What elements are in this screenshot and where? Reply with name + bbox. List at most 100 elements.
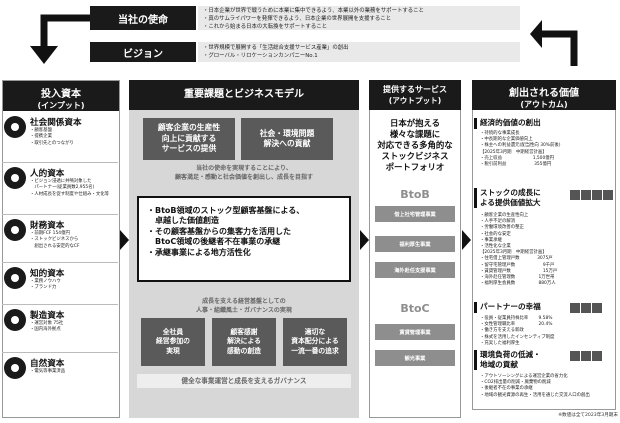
mission-line: ・日本企業が世界で戦うために本業に集中できるよう、本業以外の業務をサポートするこ…: [203, 8, 424, 14]
inputs-title: 投入資本: [41, 89, 81, 100]
btob-strategy-box: ・BtoB領域のストック型顧客基盤による、 卓越した価値創造 ・その顧客基盤から…: [137, 196, 351, 282]
capital-details: ・業務ノウハウ・ブランド力: [30, 279, 61, 292]
values-title: 創出される価値: [509, 88, 579, 99]
vision-line: ・世界規模で展開する「生活総合支援サービス産業」の創出: [203, 45, 349, 51]
value-section-economic: 経済的価値の創出 ・持続的な事業成長 ・中長期的な企業価値向上 ・株主への利益還…: [474, 118, 614, 176]
service-item: 観光事業: [375, 350, 455, 366]
capital-title: 知的資本: [30, 269, 65, 279]
handshake-icon: [4, 116, 26, 138]
model-header: 重要課題とビジネスモデル: [129, 80, 359, 110]
value-heading: パートナーの幸福: [480, 302, 541, 311]
mission-line: ・これから始まる日本の大転換をサポートすること: [203, 23, 327, 30]
vision-line: ・グローバル・リロケーションカンパニーNo.1: [203, 52, 318, 59]
capital-line: ・ブランド力: [30, 285, 57, 291]
capital-line: ・ビジョン浸透に共鳴対象した: [30, 179, 92, 184]
gear-icon: [4, 309, 26, 331]
capital-details: ・ビジョン浸透に共鳴対象した パートナー(従業員数2,955名)・人材成長を促す…: [30, 179, 109, 198]
foundation-text: 成長を支える経営基盤としての 人事・組織風土・ガバナンスの実現: [196, 298, 292, 314]
capital-line: ・ストックビジネスから: [30, 237, 79, 243]
capital-line: 創出される安定的なCF: [30, 243, 80, 249]
inputs-subtitle: (インプット): [37, 101, 85, 110]
services-title: 提供するサービス: [383, 85, 447, 94]
leaf-icon: [4, 357, 26, 379]
value-details: ・顧客企業の生産性向上 ・人手不足の解消 ・労働環境改善の整正 ・社会的な安定 …: [480, 213, 558, 287]
btob-line: 卓越した価値創造: [147, 216, 219, 226]
capital-details: ・運営対象 75社・国内海外拠点: [30, 321, 63, 334]
value-details: ・アウトソーシングによる運営企業の省力化 ・CO2排出量の削減・廃棄物の削減 ・…: [480, 374, 590, 398]
capital-item: 財務資本・前期FCF 154億円・ストックビジネスから 創出される安定的なCF: [2, 214, 118, 260]
capital-details: ・電気等事業済品: [30, 369, 65, 375]
value-heading: ストックの成長に よる提供価値拡大: [480, 188, 541, 207]
governance-footer: 健全な事業運営と成長を支えるガバナンス: [137, 374, 351, 388]
mission-text: ・日本企業が世界で戦うために本業に集中できるよう、本業以外の業務をサポートするこ…: [198, 6, 520, 30]
inputs-header: 投入資本 (インプット): [3, 81, 119, 111]
capital-line: ・国内海外拠点: [30, 327, 61, 333]
sdg-icon: [581, 190, 591, 200]
sdg-icon: [581, 303, 591, 313]
employee-participation-box: 全社員 経営参加の 実現: [141, 318, 205, 366]
capital-line: ・運営対象 75社: [30, 321, 64, 326]
capital-allocation-box: 適切な 資本配分による 一流一番の追求: [283, 318, 347, 366]
capital-line: ・顧客基盤: [30, 128, 52, 133]
mission-title: 当社の使命: [90, 6, 196, 30]
productivity-box: 顧客企業の生産性 向上に貢献する サービスの提供: [143, 118, 235, 160]
service-item: 借上社宅管理事業: [375, 206, 455, 222]
capital-line: ・人材成長を促す制度や仕組み・文化等: [30, 191, 110, 197]
services-subtitle: (アウトプット): [388, 96, 442, 105]
vision-title: ビジョン: [90, 42, 196, 62]
service-item: 福利厚生事業: [375, 236, 455, 252]
sdg-icon: [592, 190, 602, 200]
capital-line: ・業務ノウハウ: [30, 279, 61, 284]
btob-label: BtoB: [400, 188, 430, 201]
social-issue-box: 社会・環境問題 解決への貢献: [241, 118, 333, 160]
capital-line: ・前期FCF 154億円: [30, 231, 70, 236]
arrow-services-to-values: [462, 230, 471, 250]
capital-line: ・取引先とのつながり: [30, 140, 74, 146]
sdg-icon: [570, 351, 580, 361]
value-details: ・役員・従業員持株比率 9.58% ・女性管理職比率 20.4% ・働き方を支え…: [480, 316, 555, 346]
arrow-model-to-services: [360, 230, 369, 250]
capital-title: 人的資本: [30, 169, 65, 179]
mission-line: ・真のサムライパワーを発揮できるよう、日本企業の世界展開を支援すること: [203, 15, 392, 22]
vision-text: ・世界規模で展開する「生活総合支援サービス産業」の創出 ・グローバル・リロケーシ…: [198, 42, 520, 62]
sdg-icon: [570, 303, 580, 313]
customer-impression-box: 顧客感謝 解決による 感動の創造: [212, 318, 276, 366]
inputs-column: 投入資本 (インプット): [2, 80, 120, 418]
capital-details: ・前期FCF 154億円・ストックビジネスから 創出される安定的なCF: [30, 231, 80, 250]
capital-title: 社会関係資本: [30, 118, 82, 128]
arrow-inputs-to-model: [120, 230, 129, 250]
value-heading: 環境負荷の低減・ 地域の貢献: [480, 350, 541, 369]
values-header: 創出される価値 (アウトカム): [472, 80, 616, 110]
capital-title: 自然資本: [30, 359, 65, 369]
sdg-icon: [603, 190, 613, 200]
value-section-partner: パートナーの幸福 ・役員・従業員持株比率 9.58% ・女性管理職比率 20.4…: [474, 302, 614, 348]
capital-line: ・電気等事業済品: [30, 369, 66, 374]
value-heading: 経済的価値の創出: [480, 118, 541, 127]
sdg-icons: [570, 303, 602, 313]
btob-line: ・BtoB領域のストック型顧客基盤による、: [147, 206, 305, 215]
person-icon: [4, 167, 26, 189]
capital-line: パートナー(従業員数2,955名): [30, 185, 95, 191]
capital-title: 財務資本: [30, 221, 65, 231]
value-details: ・持続的な事業成長 ・中長期的な企業価値向上 ・株主への利益還元(配当性向 30…: [480, 131, 561, 168]
footnote: ※数値は全て2023年3月期末: [558, 413, 618, 418]
bulb-icon: [4, 267, 26, 289]
btob-line: ・承継事業による地方活性化: [147, 247, 251, 257]
sdg-icon: [581, 351, 591, 361]
capital-line: ・提携企業: [30, 134, 52, 140]
service-item: 海外赴任支援事業: [375, 262, 455, 278]
sdg-icon: [570, 190, 580, 200]
sdg-icon: [592, 351, 602, 361]
sdg-icon: [592, 303, 602, 313]
value-section-environment: 環境負荷の低減・ 地域の貢献 ・アウトソーシングによる運営企業の省力化 ・CO2…: [474, 350, 614, 408]
flow-arrow-left: [30, 14, 90, 64]
capital-title: 製造資本: [30, 311, 65, 321]
capital-details: ・顧客基盤・提携企業・取引先とのつながり: [30, 128, 74, 147]
values-subtitle: (アウトカム): [520, 100, 568, 109]
value-section-stock-growth: ストックの成長に よる提供価値拡大 ・顧客企業の生産性向上 ・人手不足の解消 ・…: [474, 188, 614, 298]
capital-item: 社会関係資本・顧客基盤・提携企業・取引先とのつながり: [2, 112, 118, 158]
capital-item: 自然資本・電気等事業済品: [2, 352, 118, 398]
services-header: 提供するサービス (アウトプット): [369, 80, 461, 110]
mission-realize-text: 当社の使命を実現することにより、 顧客満足・感動と社会価値を創出し、成長を目指す: [174, 165, 313, 181]
sdg-icons: [570, 351, 602, 361]
